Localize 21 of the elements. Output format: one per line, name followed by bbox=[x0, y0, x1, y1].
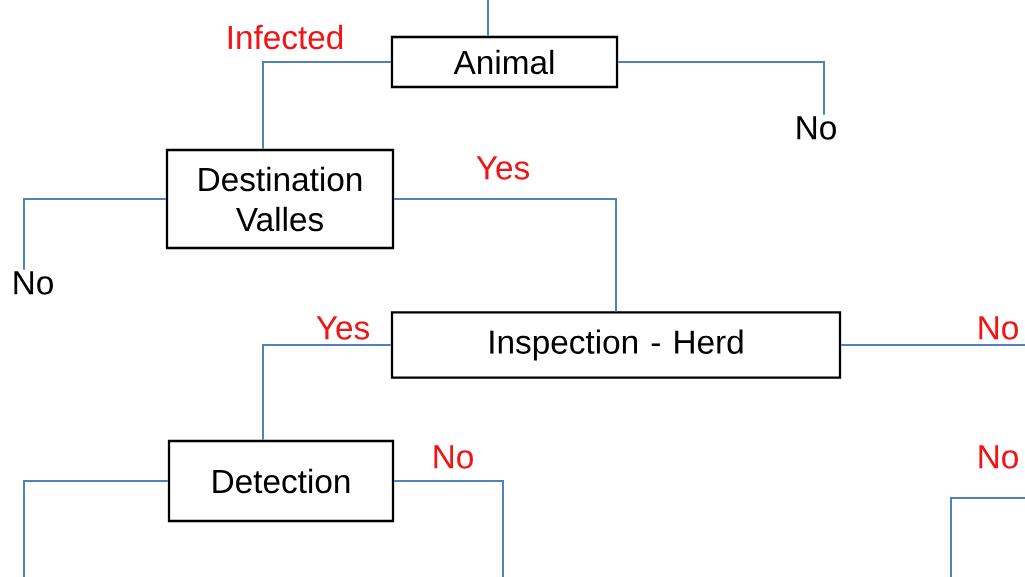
process-box: Destination Valles bbox=[165, 148, 395, 250]
connector-line bbox=[262, 61, 392, 150]
process-box: Detection bbox=[167, 439, 395, 523]
connector-line bbox=[617, 61, 825, 116]
connector-line bbox=[393, 198, 617, 313]
edge-label: Infected bbox=[228, 24, 343, 50]
connector-line bbox=[23, 480, 169, 577]
connector-line bbox=[840, 344, 1025, 346]
connector-line bbox=[393, 480, 504, 577]
outcome-text: No bbox=[797, 116, 836, 140]
process-box: Inspection - Herd bbox=[390, 311, 842, 379]
edge-label: Yes bbox=[316, 316, 369, 340]
outcome-label: No bbox=[979, 445, 1018, 469]
edge-label: No bbox=[434, 445, 473, 469]
edge-label: No bbox=[979, 316, 1018, 340]
process-box: Animal bbox=[390, 35, 619, 89]
connector-line bbox=[262, 344, 392, 441]
edge-label: Yes bbox=[476, 156, 529, 180]
outcome-text: No bbox=[14, 271, 53, 295]
connector-line bbox=[487, 0, 489, 37]
connector-line bbox=[23, 198, 167, 271]
